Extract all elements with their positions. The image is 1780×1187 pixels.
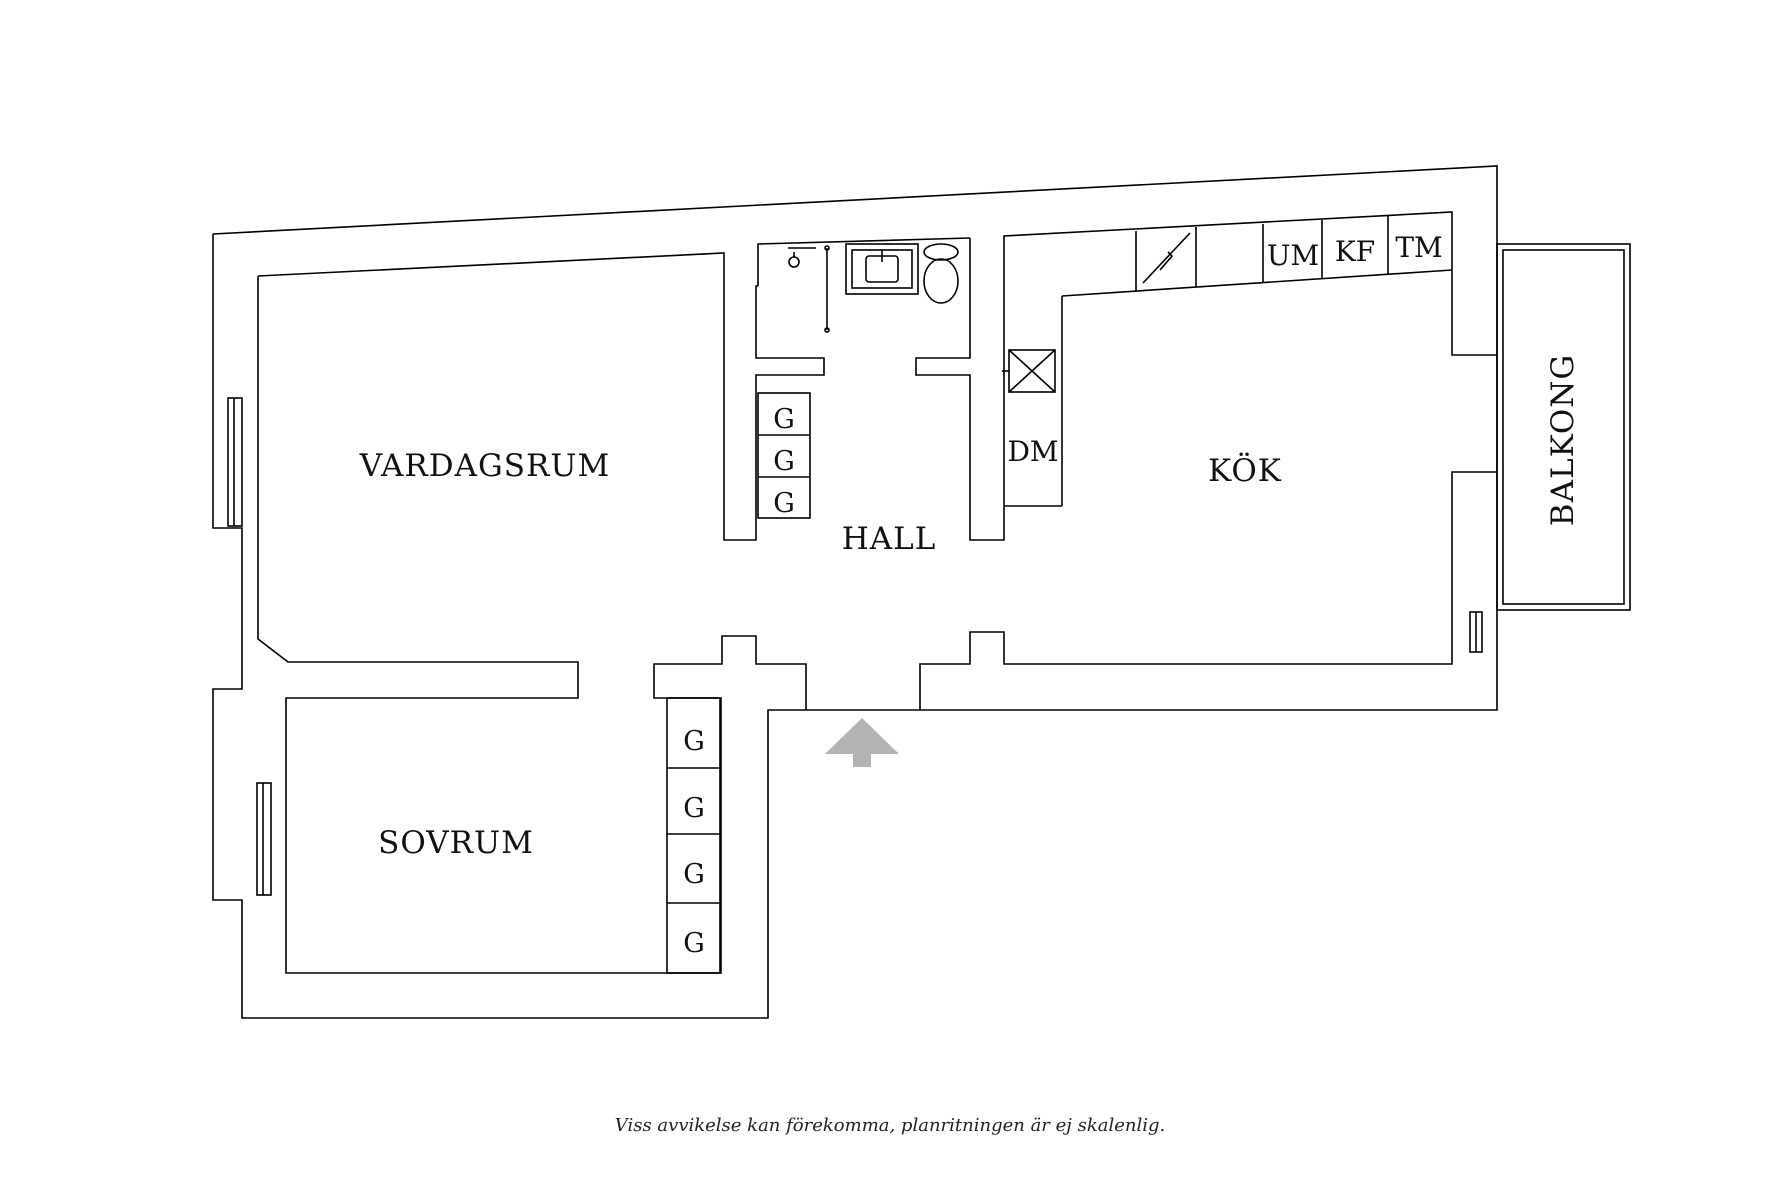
wardrobe-mark: G	[773, 446, 795, 477]
room-label-balcony: BALKONG	[1545, 354, 1581, 526]
hall-wardrobe	[757, 392, 811, 519]
appliance-label-dryer: TM	[1395, 231, 1442, 264]
disclaimer-text: Viss avvikelse kan förekomma, planritnin…	[614, 1115, 1166, 1136]
kitchen-wall	[915, 211, 1497, 541]
wardrobe-mark: G	[683, 793, 705, 824]
room-label-bedroom: SOVRUM	[378, 825, 534, 861]
room-label-living: VARDAGSRUM	[359, 448, 610, 484]
room-label-hall: HALL	[842, 521, 937, 557]
kitchen-sink-icon	[1142, 232, 1191, 284]
bedroom-wardrobe	[666, 697, 722, 974]
stove-icon	[1002, 349, 1056, 393]
toilet-icon	[923, 243, 959, 304]
appliance-label-fridge: KF	[1335, 235, 1375, 268]
wardrobe-mark: G	[683, 928, 705, 959]
outer-wall	[212, 165, 1498, 1019]
room-label-kitchen: KÖK	[1208, 451, 1282, 489]
wardrobe-mark: G	[773, 488, 795, 519]
kitchen-counter-top	[1061, 269, 1453, 297]
appliance-label-dishwasher: DM	[1007, 435, 1058, 468]
shower-icon	[788, 245, 830, 333]
sink-icon	[845, 243, 919, 295]
window-living	[227, 397, 243, 527]
inner-wall-east	[919, 471, 1497, 710]
entrance-arrow-icon	[825, 718, 899, 767]
window-bedroom	[256, 782, 272, 896]
wardrobe-mark: G	[683, 859, 705, 890]
bathroom-wall	[757, 237, 971, 286]
wardrobe-mark: G	[773, 404, 795, 435]
wardrobe-mark: G	[683, 726, 705, 757]
balcony-outline	[1496, 243, 1631, 611]
appliance-label-washer: UM	[1267, 239, 1319, 272]
inner-wall-main	[257, 252, 825, 541]
